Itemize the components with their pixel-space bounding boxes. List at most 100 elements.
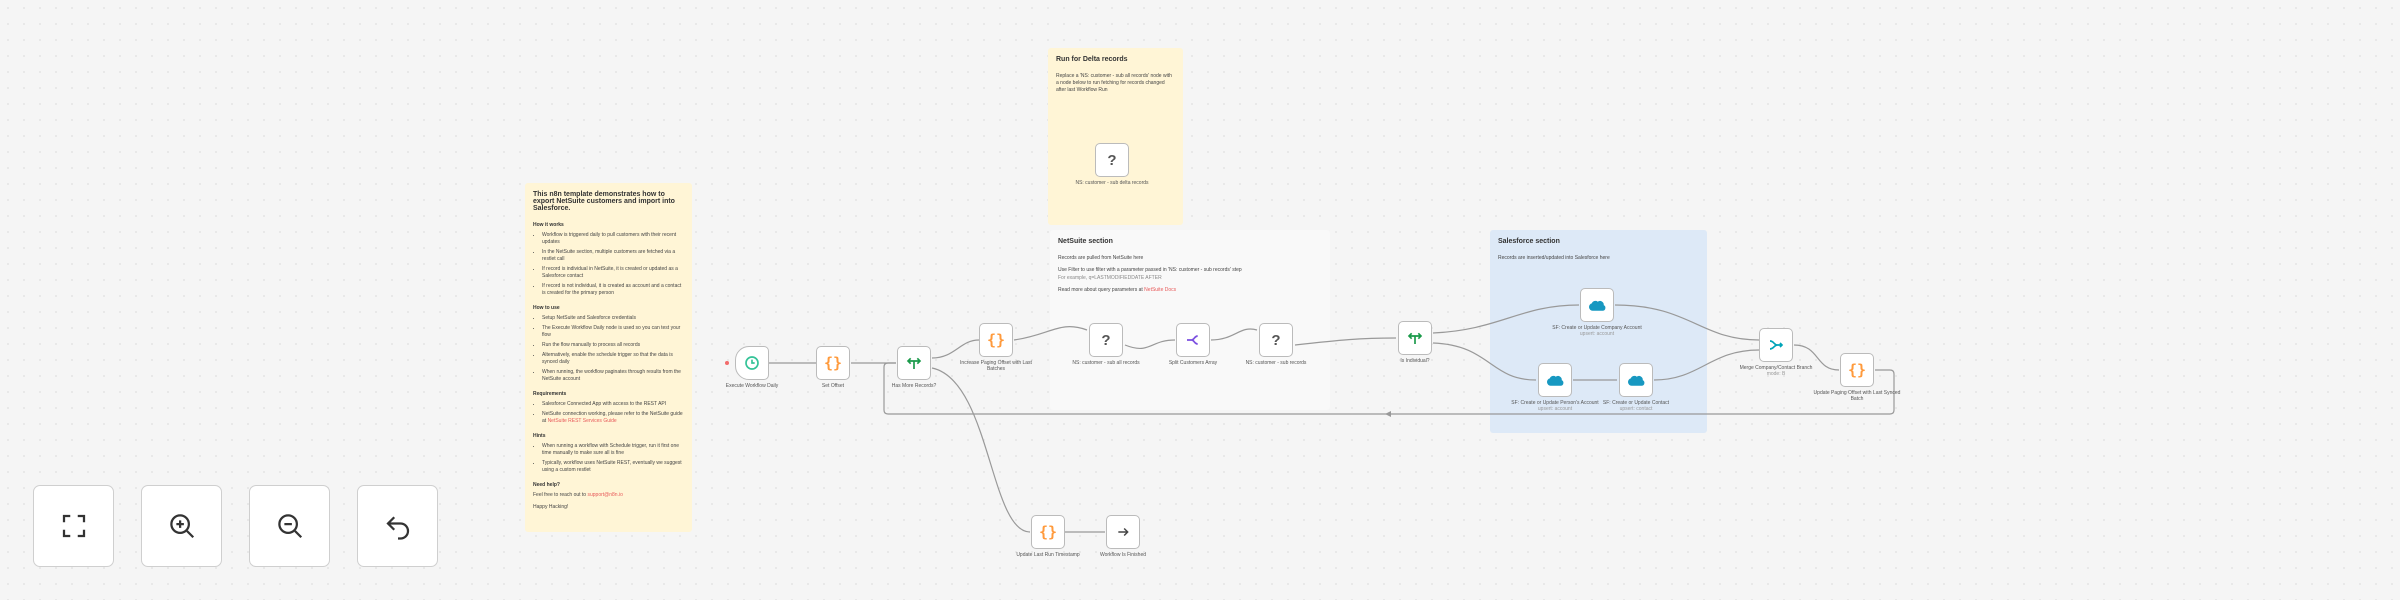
split-icon (1185, 332, 1201, 348)
node-update-last[interactable]: {} (1031, 515, 1065, 549)
list-item: Alternatively, enable the schedule trigg… (542, 352, 684, 366)
node-title: Update Last Run Timestamp (1016, 552, 1080, 558)
hints-title: Hints (533, 433, 546, 439)
connection (931, 339, 980, 359)
node-title: SF: Create or Update Company Account (1552, 325, 1642, 331)
node-update-offset[interactable]: {} (1840, 353, 1874, 387)
list-item: Typically, workflow uses NetSuite REST, … (542, 460, 684, 474)
connection (1432, 304, 1580, 334)
node-sf-top[interactable] (1580, 288, 1614, 322)
salesforce-icon (1546, 374, 1564, 387)
node-merge[interactable] (1759, 328, 1793, 362)
undo-icon (385, 516, 409, 540)
node-title: NS: customer - sub delta records (1075, 180, 1149, 186)
list-item: NetSuite connection working, please refe… (542, 411, 684, 425)
node-delta-node[interactable]: ? (1095, 143, 1129, 177)
node-end[interactable] (1106, 515, 1140, 549)
connection (1210, 328, 1258, 341)
zoom-in-icon (169, 514, 194, 539)
list-item: The Execute Workflow Daily node is used … (542, 325, 684, 339)
node-title: SF: Create or Update Contact (1602, 400, 1670, 406)
connection (931, 367, 1031, 533)
clock-icon (744, 355, 760, 371)
netsuite-text: For example, q=LASTMODIFIEDDATE AFTER (1058, 275, 1162, 281)
node-label: Update Last Run Timestamp (1003, 552, 1093, 558)
trigger-indicator (725, 361, 729, 365)
setup-title: How to use (533, 305, 560, 311)
node-title: Set Offset (821, 383, 845, 389)
node-ns-customer2[interactable]: ? (1259, 323, 1293, 357)
node-title: Workflow Is Finished (1099, 552, 1147, 558)
node-label: NS: customer - sub delta records (1067, 180, 1157, 186)
arrow-right-icon (1116, 525, 1130, 539)
zoom-in-button[interactable] (141, 485, 222, 567)
node-subtitle: upsert: contact (1619, 406, 1653, 412)
node-title: Has More Records? (891, 383, 937, 389)
code-braces-icon: {} (823, 354, 843, 372)
delta-title: Run for Delta records (1056, 56, 1128, 63)
node-label: Workflow Is Finished (1078, 552, 1168, 558)
node-trigger[interactable] (735, 346, 769, 380)
fit-view-button[interactable] (33, 485, 114, 567)
node-is-individual[interactable] (1398, 321, 1432, 355)
footer-text: Happy Hacking! (533, 504, 569, 510)
connection (1432, 342, 1537, 381)
node-subtitle: upsert: account (1579, 331, 1615, 337)
node-sf-b1[interactable] (1538, 363, 1572, 397)
code-braces-icon: {} (1847, 361, 1867, 379)
reset-zoom-button[interactable] (357, 485, 438, 567)
support-link[interactable]: support@n8n.io (587, 492, 623, 498)
node-label: Update Paging Offset with Last Synced Ba… (1812, 390, 1902, 402)
netsuite-title: NetSuite section (1058, 238, 1113, 245)
node-set-offset[interactable]: {} (816, 346, 850, 380)
connection (1614, 304, 1760, 341)
how-title: How it works (533, 222, 564, 228)
node-title: Execute Workflow Daily (725, 383, 779, 389)
list-item: When running, the workflow paginates thr… (542, 369, 684, 383)
netsuite-text: Use Filter to use filter with a paramete… (1058, 267, 1242, 273)
guide-link[interactable]: NetSuite REST Services Guide (547, 418, 617, 424)
netsuite-text: Read more about query parameters at (1058, 287, 1143, 293)
arrow-icon (1385, 411, 1391, 417)
node-label: NS: customer - sub records (1231, 360, 1321, 366)
salesforce-title: Salesforce section (1498, 238, 1560, 245)
node-title: NS: customer - sub records (1245, 360, 1307, 366)
intro-title: This n8n template demonstrates how to ex… (533, 191, 675, 212)
node-sf-b2[interactable] (1619, 363, 1653, 397)
node-title: Increase Paging Offset with Last Batches (960, 360, 1032, 372)
node-label: Has More Records? (869, 383, 959, 389)
sticky-netsuite[interactable]: NetSuite section Records are pulled from… (1050, 230, 1330, 410)
fit-view-icon (62, 514, 85, 538)
list-item: When running a workflow with Schedule tr… (542, 443, 684, 457)
node-label: Split Customers Array (1148, 360, 1238, 366)
merge-icon (1768, 337, 1784, 353)
connection (1294, 337, 1397, 346)
if-icon (1407, 330, 1423, 346)
node-ns-customers[interactable]: ? (1089, 323, 1123, 357)
node-title: Is Individual? (1400, 358, 1430, 364)
zoom-out-icon (277, 514, 302, 539)
netsuite-docs-link[interactable]: NetSuite Docs (1144, 287, 1177, 293)
question-icon: ? (1107, 151, 1117, 169)
sticky-intro[interactable]: This n8n template demonstrates how to ex… (525, 183, 692, 532)
connection (1013, 326, 1088, 341)
sticky-salesforce[interactable]: Salesforce section Records are inserted/… (1490, 230, 1707, 433)
node-label: Increase Paging Offset with Last Batches (951, 360, 1041, 372)
zoom-out-button[interactable] (249, 485, 330, 567)
requirements-title: Requirements (533, 391, 567, 397)
code-braces-icon: {} (1038, 523, 1058, 541)
node-label: NS: customer - sub all records (1061, 360, 1151, 366)
node-increase-offset[interactable]: {} (979, 323, 1013, 357)
list-item: If record is not individual, it is creat… (542, 283, 684, 297)
node-title: Update Paging Offset with Last Synced Ba… (1813, 390, 1901, 402)
node-split[interactable] (1176, 323, 1210, 357)
node-subtitle: upsert: account (1537, 406, 1573, 412)
salesforce-icon (1588, 299, 1606, 312)
sticky-delta[interactable]: Run for Delta records Replace a 'NS: cus… (1048, 48, 1183, 225)
node-subtitle: mode: B (1766, 371, 1786, 377)
connection (1653, 349, 1760, 381)
node-has-more[interactable] (897, 346, 931, 380)
